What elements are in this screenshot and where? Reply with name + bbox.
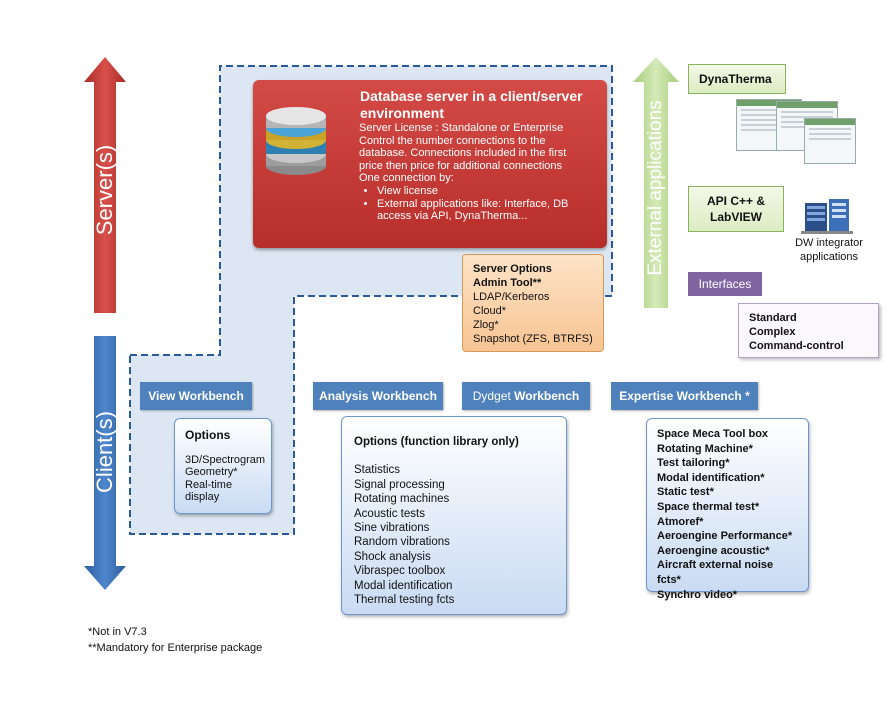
client-arrow <box>84 336 126 590</box>
interfaces-item: Complex <box>749 326 796 338</box>
footnotes: *Not in V7.3 **Mandatory for Enterprise … <box>88 624 262 656</box>
expertise-item: Space Meca Tool box <box>657 428 769 440</box>
analysis-option-item: Rotating machines <box>354 493 450 506</box>
analysis-options-title: Options (function library only) <box>354 436 519 448</box>
analysis-option-item: Thermal testing fcts <box>354 594 455 607</box>
interfaces-item: Standard <box>749 312 797 324</box>
database-icon <box>266 107 326 175</box>
dydget-word: Dydget <box>472 389 511 403</box>
view-workbench-button: View Workbench <box>140 382 252 410</box>
workbench-word: Workbench <box>514 389 580 403</box>
analysis-option-item: Modal identification <box>354 579 453 592</box>
dynatherma-box: DynaTherma <box>688 64 786 94</box>
server-option-item: Cloud* <box>473 305 507 317</box>
database-server-description: Server License : Standalone or Enterpris… <box>359 122 605 223</box>
expertise-item: Rotating Machine* <box>657 442 753 455</box>
analysis-workbench-button: Analysis Workbench <box>313 382 443 410</box>
server-option-item: Zlog* <box>473 319 499 331</box>
interfaces-box: Standard Complex Command-control <box>738 303 879 358</box>
server-options-box: Server Options Admin Tool** LDAP/Kerbero… <box>462 254 604 352</box>
server-options-title: Server Options <box>473 263 552 275</box>
expertise-item: Aeroengine acoustic* <box>657 544 770 557</box>
database-server-box: Database server in a client/server envir… <box>253 80 607 248</box>
db-line: One connection by: <box>359 172 454 185</box>
external-arrow <box>633 57 679 308</box>
server-option-item: LDAP/Kerberos <box>473 291 550 303</box>
server-arrow <box>84 57 126 313</box>
expertise-item: Modal identification* <box>657 471 765 484</box>
interfaces-item: Command-control <box>749 340 844 352</box>
expertise-item: Aircraft external noise fcts* <box>657 559 774 586</box>
expertise-item: Static test* <box>657 486 714 499</box>
dydget-workbench-button: Dydget Workbench <box>462 382 590 410</box>
view-option-item: Real-time display <box>185 478 233 504</box>
dw-integrator-caption: DW integrator applications <box>795 237 863 263</box>
expertise-item: Aeroengine Performance* <box>657 530 793 543</box>
database-server-title: Database server in a client/server envir… <box>360 88 583 121</box>
analysis-option-item: Sine vibrations <box>354 522 430 535</box>
db-line: Server License : Standalone or Enterpris… <box>359 122 564 134</box>
expertise-workbench-button: Expertise Workbench * <box>611 382 758 410</box>
expertise-item: Synchro video* <box>657 588 738 601</box>
analysis-option-item: Signal processing <box>354 478 445 491</box>
server-rack-icon <box>801 199 853 234</box>
expertise-item: Test tailoring* <box>657 457 730 470</box>
analysis-options-box: Options (function library only) Statisti… <box>341 416 567 615</box>
db-line: Control the number connections to the <box>359 134 546 147</box>
client-label: Client(s) <box>92 411 117 493</box>
expertise-options-box: Space Meca Tool box Rotating Machine* Te… <box>646 418 809 601</box>
expertise-item: Atmoref* <box>657 515 704 528</box>
db-line: database. Connections included in the fi… <box>359 147 567 160</box>
expertise-item: Space thermal test* <box>657 500 760 513</box>
db-bullet: External applications like: Interface, D… <box>377 198 605 223</box>
view-option-item: Geometry* <box>185 466 238 478</box>
server-option-item: Snapshot (ZFS, BTRFS) <box>473 333 593 345</box>
server-label: Server(s) <box>92 144 117 236</box>
view-options-title: Options <box>185 428 231 442</box>
dynatherma-screenshot <box>804 118 856 164</box>
db-bullet: View license <box>377 185 605 198</box>
view-option-item: 3D/Spectrogram <box>185 453 266 466</box>
footnote: *Not in V7.3 <box>88 626 147 638</box>
analysis-option-item: Acoustic tests <box>354 507 425 520</box>
external-label: External applications <box>645 100 666 276</box>
db-line: price then price for additional connecti… <box>359 159 563 172</box>
analysis-option-item: Random vibrations <box>354 536 450 549</box>
api-box: API C++ & LabVIEW <box>688 186 784 232</box>
analysis-option-item: Vibraspec toolbox <box>354 565 446 578</box>
admin-tool-item: Admin Tool** <box>473 277 542 289</box>
view-options-box: Options 3D/Spectrogram Geometry* Real-ti… <box>174 418 272 514</box>
footnote: **Mandatory for Enterprise package <box>88 642 263 654</box>
analysis-option-item: Shock analysis <box>354 550 431 563</box>
analysis-option-item: Statistics <box>354 464 401 477</box>
interfaces-tab: Interfaces <box>688 272 762 296</box>
